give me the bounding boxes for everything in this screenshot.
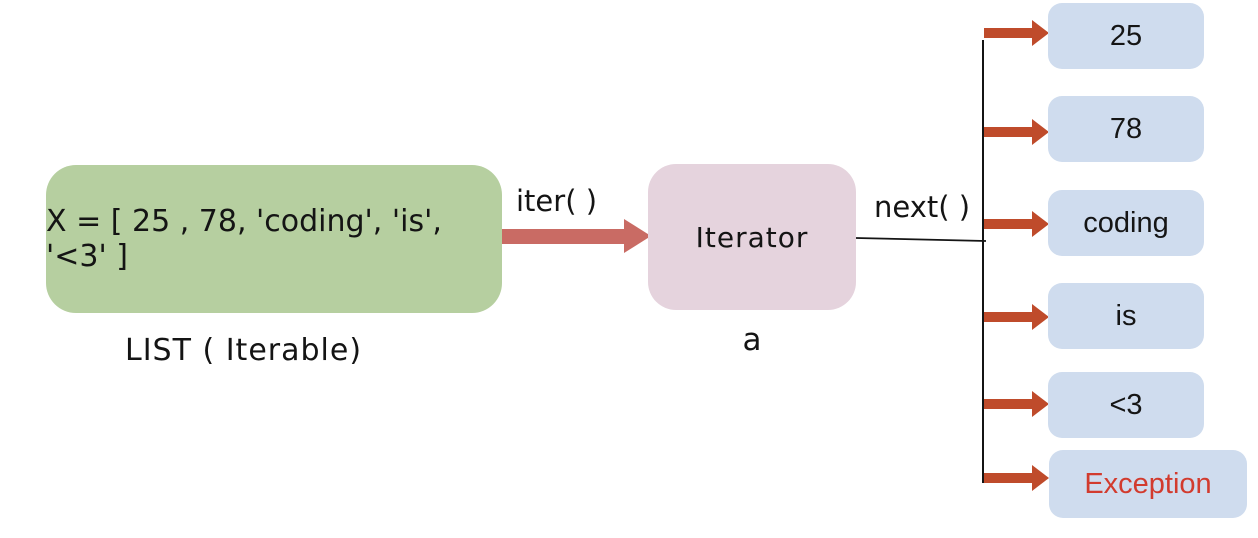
iter-arrow-head-icon: [624, 219, 651, 253]
arrow-body: [984, 127, 1032, 137]
arrow-head-icon: [1032, 391, 1049, 417]
output-value: <3: [1109, 388, 1143, 421]
arrow-head-icon: [1032, 465, 1049, 491]
next-arrow-2-icon: [984, 119, 1050, 145]
iterator-caption: a: [742, 322, 762, 358]
iterator-content: Iterator: [695, 220, 809, 254]
arrow-head-icon: [1032, 119, 1049, 145]
output-value: 25: [1109, 19, 1143, 52]
arrow-head-icon: [1032, 20, 1049, 46]
iterable-caption: LIST ( Iterable): [125, 333, 363, 368]
arrow-body: [984, 28, 1032, 38]
next-call-label: next( ): [874, 190, 971, 224]
output-box-78: 78: [1048, 96, 1204, 162]
arrow-body: [984, 219, 1032, 229]
arrow-body: [984, 312, 1032, 322]
next-arrow-1-icon: [984, 20, 1050, 46]
output-box-25: 25: [1048, 3, 1204, 69]
next-connector-line: [855, 237, 987, 242]
iterator-box: Iterator: [648, 164, 856, 310]
arrow-head-icon: [1032, 211, 1049, 237]
iterable-box: X = [ 25 , 78, 'coding', 'is', '<3' ]: [46, 165, 502, 313]
arrow-head-icon: [1032, 304, 1049, 330]
iter-arrow-body: [502, 229, 624, 244]
iter-call-label: iter( ): [516, 184, 598, 218]
output-box-coding: coding: [1048, 190, 1204, 256]
output-value: 78: [1109, 112, 1143, 145]
arrow-body: [984, 473, 1032, 483]
next-arrow-4-icon: [984, 304, 1050, 330]
output-box-is: is: [1048, 283, 1204, 349]
output-value: coding: [1083, 206, 1169, 239]
arrow-body: [984, 399, 1032, 409]
output-value: is: [1115, 299, 1137, 332]
next-arrow-6-icon: [984, 465, 1050, 491]
output-value: Exception: [1084, 467, 1212, 500]
output-box-exception: Exception: [1049, 450, 1247, 518]
next-arrow-3-icon: [984, 211, 1050, 237]
iterable-content: X = [ 25 , 78, 'coding', 'is', '<3' ]: [46, 204, 442, 274]
next-arrow-5-icon: [984, 391, 1050, 417]
output-box-heart: <3: [1048, 372, 1204, 438]
